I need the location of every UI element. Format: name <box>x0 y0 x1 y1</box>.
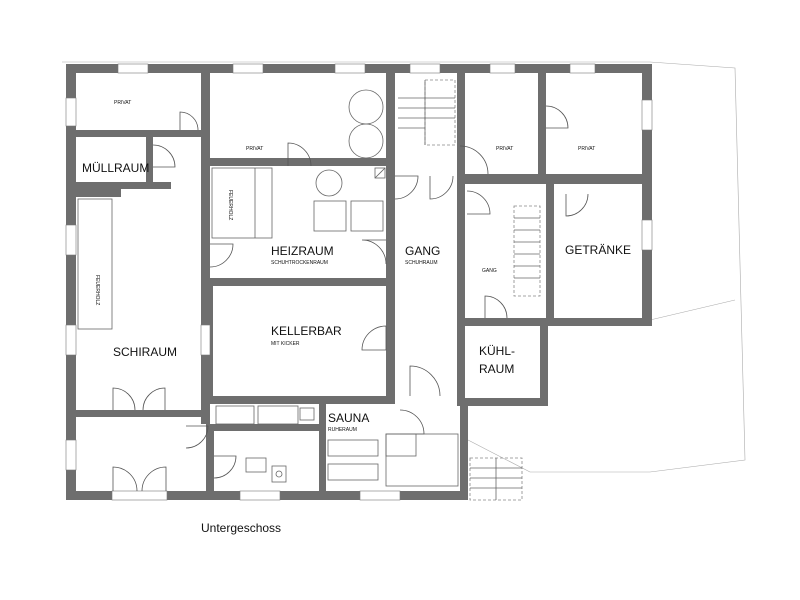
label-privat-ne1: PRIVAT <box>496 146 513 152</box>
label-schiraum: SCHIRAUM <box>113 345 177 359</box>
site-outline <box>62 61 746 473</box>
label-kellerbar: KELLERBAR <box>271 324 342 338</box>
label-getraenke: GETRÄNKE <box>565 243 631 257</box>
label-gang-small: GANG <box>482 268 497 274</box>
windows <box>65 63 653 501</box>
label-mit-kicker: MIT KICKER <box>271 341 300 347</box>
label-privat-nw: PRIVAT <box>114 100 131 106</box>
label-sauna: SAUNA <box>328 411 369 425</box>
walls <box>66 64 652 500</box>
label-feuerholz-2: FEUERHOLZ <box>227 190 233 220</box>
label-schuhraum: SCHUHRAUM <box>405 260 438 266</box>
label-kuehlraum-1: KÜHL- <box>479 344 515 358</box>
label-muellraum: MÜLLRAUM <box>82 161 149 175</box>
label-feuerholz-1: FEUERHOLZ <box>94 275 100 305</box>
doors <box>112 105 589 492</box>
room-labels: PRIVAT MÜLLRAUM PRIVAT FEUERHOLZ FEUERHO… <box>82 100 631 433</box>
label-ruheraum: RUHERAUM <box>328 427 357 433</box>
label-privat-top: PRIVAT <box>246 146 263 152</box>
label-heizraum: HEIZRAUM <box>271 244 334 258</box>
floor-title: Untergeschoss <box>201 521 281 535</box>
label-gang: GANG <box>405 244 440 258</box>
fixtures <box>77 79 541 501</box>
label-kuehlraum-2: RAUM <box>479 362 514 376</box>
label-schuhtrockenraum: SCHUHTROCKENRAUM <box>271 260 328 266</box>
label-privat-ne2: PRIVAT <box>578 146 595 152</box>
